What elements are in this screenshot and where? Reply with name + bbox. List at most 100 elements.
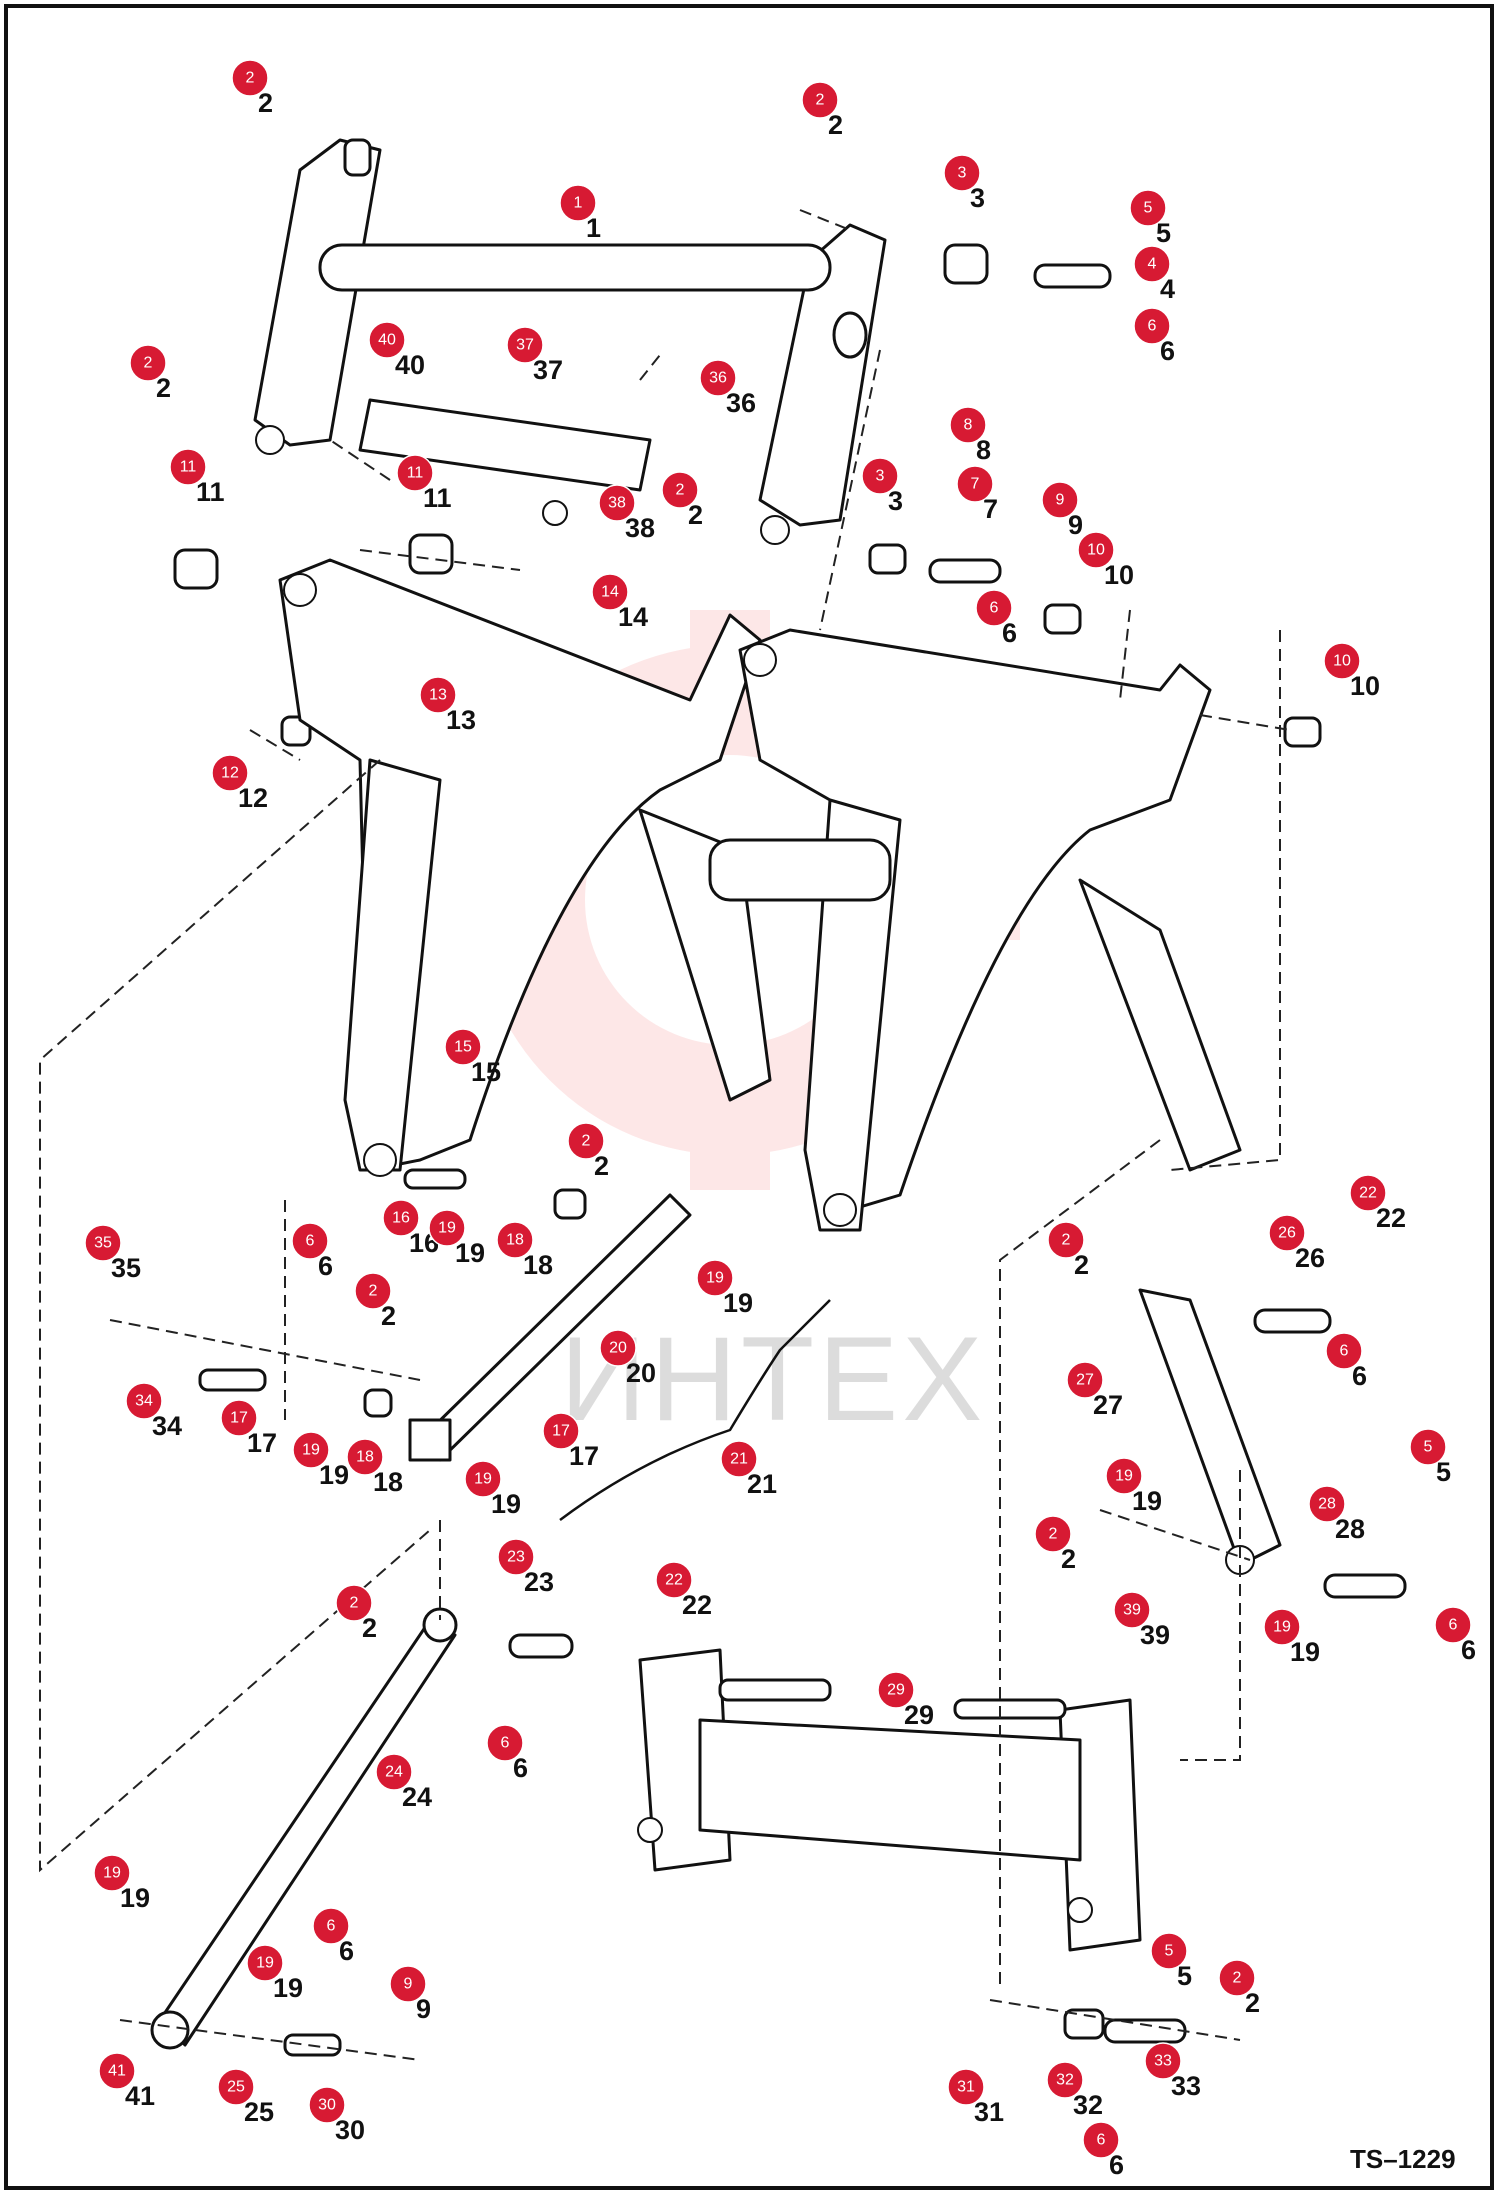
callout-badge	[1066, 1361, 1104, 1399]
callout-19: 19	[428, 1209, 466, 1247]
callout-37: 37	[506, 326, 544, 364]
callout-19: 19	[464, 1460, 502, 1498]
assembly-lines	[39, 209, 1291, 2061]
callout-badge	[542, 1412, 580, 1450]
part-number: 4	[1160, 274, 1175, 304]
part-number: 5	[1177, 1961, 1192, 1991]
callout-badge	[1268, 1214, 1306, 1252]
callout-badge-label: 2	[246, 70, 255, 87]
callout-badge	[231, 59, 269, 97]
part-number: 10	[1104, 560, 1134, 590]
callout-badge	[375, 1753, 413, 1791]
part-number: 19	[455, 1238, 485, 1268]
part-number: 14	[618, 602, 648, 632]
callout-2: 2	[1034, 1515, 1072, 1553]
part-number: 39	[1140, 1620, 1170, 1650]
callout-19: 19	[292, 1431, 330, 1469]
callout-badge-label: 22	[1359, 1185, 1377, 1202]
callout-badge	[308, 2086, 346, 2124]
callout-badge-label: 2	[676, 482, 685, 499]
callout-29: 29	[877, 1671, 915, 1709]
callout-7: 7	[956, 465, 994, 503]
callout-badge	[1105, 1457, 1143, 1495]
part-number: 15	[471, 1057, 501, 1087]
part-number: 6	[1160, 336, 1175, 366]
callout-badge-label: 1	[574, 195, 583, 212]
callout-badge-label: 6	[501, 1735, 510, 1752]
part-number: 6	[1109, 2150, 1124, 2180]
callout-badge-label: 6	[1449, 1617, 1458, 1634]
callout-3: 3	[861, 457, 899, 495]
top-hardware	[173, 243, 1322, 748]
callout-badge-label: 13	[429, 687, 447, 704]
callout-badge-label: 19	[256, 1955, 274, 1972]
callout-badge	[559, 184, 597, 222]
callout-4: 4	[1133, 245, 1171, 283]
callout-badge-label: 6	[327, 1918, 336, 1935]
callout-badge	[312, 1907, 350, 1945]
callout-18: 18	[496, 1221, 534, 1259]
callout-41: 41	[98, 2052, 136, 2090]
callout-badge-label: 32	[1056, 2072, 1074, 2089]
callout-badge	[1034, 1515, 1072, 1553]
callout-badge	[346, 1438, 384, 1476]
callout-badge	[396, 454, 434, 492]
part-number: 21	[747, 1469, 777, 1499]
part-number: 2	[381, 1301, 396, 1331]
callout-badge-label: 2	[1049, 1526, 1058, 1543]
part-number: 2	[688, 500, 703, 530]
callout-19: 19	[1263, 1608, 1301, 1646]
callout-32: 32	[1046, 2061, 1084, 2099]
callout-6: 6	[1133, 307, 1171, 345]
callout-10: 10	[1323, 642, 1361, 680]
callout-badge	[1263, 1608, 1301, 1646]
callout-badge	[217, 2068, 255, 2106]
callout-19: 19	[1105, 1457, 1143, 1495]
callout-badge-label: 19	[302, 1442, 320, 1459]
callout-badge-label: 21	[730, 1451, 748, 1468]
callout-2: 2	[567, 1122, 605, 1160]
part-number: 32	[1073, 2090, 1103, 2120]
callout-24: 24	[375, 1753, 413, 1791]
callout-badge	[1129, 189, 1167, 227]
callout-badge	[599, 1329, 637, 1367]
callout-badge	[382, 1199, 420, 1237]
callout-26: 26	[1268, 1214, 1306, 1252]
callout-badge	[949, 406, 987, 444]
callout-badge-label: 38	[608, 495, 626, 512]
callout-9: 9	[389, 1965, 427, 2003]
part-number: 29	[904, 1700, 934, 1730]
part-number: 2	[362, 1613, 377, 1643]
callout-badge-label: 5	[1424, 1439, 1433, 1456]
callout-2: 2	[335, 1584, 373, 1622]
callout-5: 5	[1129, 189, 1167, 227]
part-number: 38	[625, 513, 655, 543]
callout-badge	[1150, 1932, 1188, 1970]
callout-6: 6	[486, 1724, 524, 1762]
callout-14: 14	[591, 573, 629, 611]
part-number: 40	[395, 350, 425, 380]
callout-badge-label: 16	[392, 1210, 410, 1227]
part-number: 19	[1290, 1637, 1320, 1667]
callout-badge-label: 2	[144, 355, 153, 372]
callout-25: 25	[217, 2068, 255, 2106]
callout-8: 8	[949, 406, 987, 444]
callout-10: 10	[1077, 531, 1115, 569]
callout-badge	[464, 1460, 502, 1498]
callout-badge	[389, 1965, 427, 2003]
part-number: 19	[723, 1288, 753, 1318]
callout-badge-label: 22	[665, 1572, 683, 1589]
callout-badge-label: 19	[1115, 1468, 1133, 1485]
part-number: 9	[1068, 510, 1083, 540]
callout-2: 2	[1047, 1221, 1085, 1259]
callout-badge	[291, 1222, 329, 1260]
callout-badge	[1323, 642, 1361, 680]
part-number: 28	[1335, 1514, 1365, 1544]
callout-21: 21	[720, 1440, 758, 1478]
callout-17: 17	[542, 1412, 580, 1450]
callout-badge	[1047, 1221, 1085, 1259]
callout-badge-label: 9	[404, 1976, 413, 1993]
part-number: 27	[1093, 1390, 1123, 1420]
callout-badge-label: 19	[706, 1270, 724, 1287]
callout-badge-label: 9	[1056, 492, 1065, 509]
